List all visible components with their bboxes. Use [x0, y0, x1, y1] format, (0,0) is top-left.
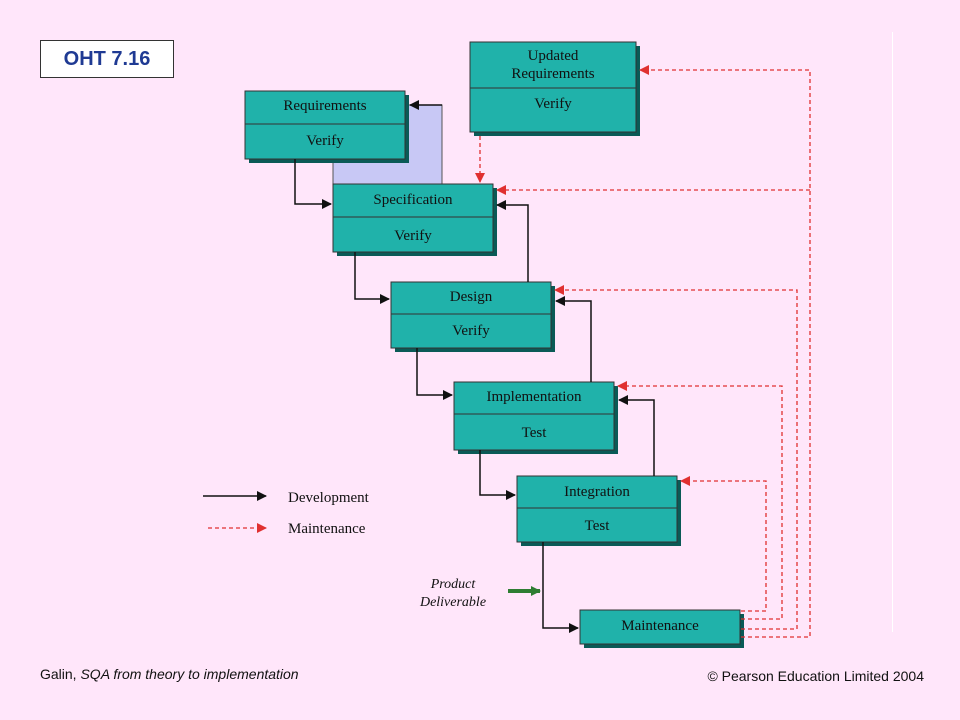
updated-requirements-verify: Verify	[534, 96, 572, 112]
legend-maintenance-label: Maintenance	[288, 521, 366, 537]
slide-edge-line	[892, 32, 893, 632]
updated-requirements-title-2: Requirements	[511, 66, 594, 82]
design-title: Design	[450, 289, 493, 305]
maintenance-arrows	[475, 65, 811, 638]
footer-author: Galin, SQA from theory to implementation	[40, 666, 299, 682]
design-verify: Verify	[452, 323, 490, 339]
specification-verify: Verify	[394, 228, 432, 244]
implementation-test: Test	[522, 425, 548, 441]
footer-copyright: © Pearson Education Limited 2004	[707, 668, 924, 684]
arrow-spec-to-design	[354, 252, 390, 304]
legend: Development Maintenance	[203, 490, 370, 537]
box-maintenance: Maintenance	[579, 609, 744, 648]
arrow-impl-to-design	[555, 296, 592, 382]
maint-arrow-to-impl	[617, 381, 783, 620]
box-integration: Integration Test	[516, 475, 681, 546]
slide-label: OHT 7.16	[40, 40, 174, 78]
box-specification: Specification Verify	[332, 183, 497, 256]
updated-requirements-title-1: Updated	[528, 48, 579, 64]
box-design: Design Verify	[390, 281, 555, 352]
legend-development-label: Development	[288, 490, 370, 506]
box-updated-requirements: Updated Requirements Verify	[469, 41, 640, 136]
arrow-design-to-spec	[496, 200, 529, 282]
arrow-req-to-spec	[294, 159, 332, 209]
specification-title: Specification	[373, 192, 453, 208]
arrow-design-to-impl	[416, 348, 453, 400]
arrow-impl-to-integ	[479, 450, 516, 500]
box-implementation: Implementation Test	[453, 381, 618, 454]
maintenance-title: Maintenance	[621, 618, 699, 634]
arrow-integ-to-maint	[542, 542, 579, 633]
requirements-title: Requirements	[283, 98, 366, 114]
footer-author-name: Galin,	[40, 666, 81, 682]
product-label-2: Deliverable	[419, 595, 486, 610]
integration-test: Test	[585, 518, 611, 534]
maint-arrow-to-updated-req	[639, 65, 811, 638]
development-arrows	[294, 100, 655, 633]
integration-title: Integration	[564, 484, 630, 500]
requirements-verify: Verify	[306, 133, 344, 149]
arrow-integ-to-impl	[618, 395, 655, 476]
maint-arrow-to-integ	[680, 476, 767, 612]
product-label-1: Product	[430, 577, 477, 592]
implementation-title: Implementation	[487, 389, 582, 405]
box-requirements: Requirements Verify	[244, 90, 409, 163]
maint-arrow-to-design	[554, 285, 798, 630]
footer-book-title: SQA from theory to implementation	[80, 666, 299, 682]
